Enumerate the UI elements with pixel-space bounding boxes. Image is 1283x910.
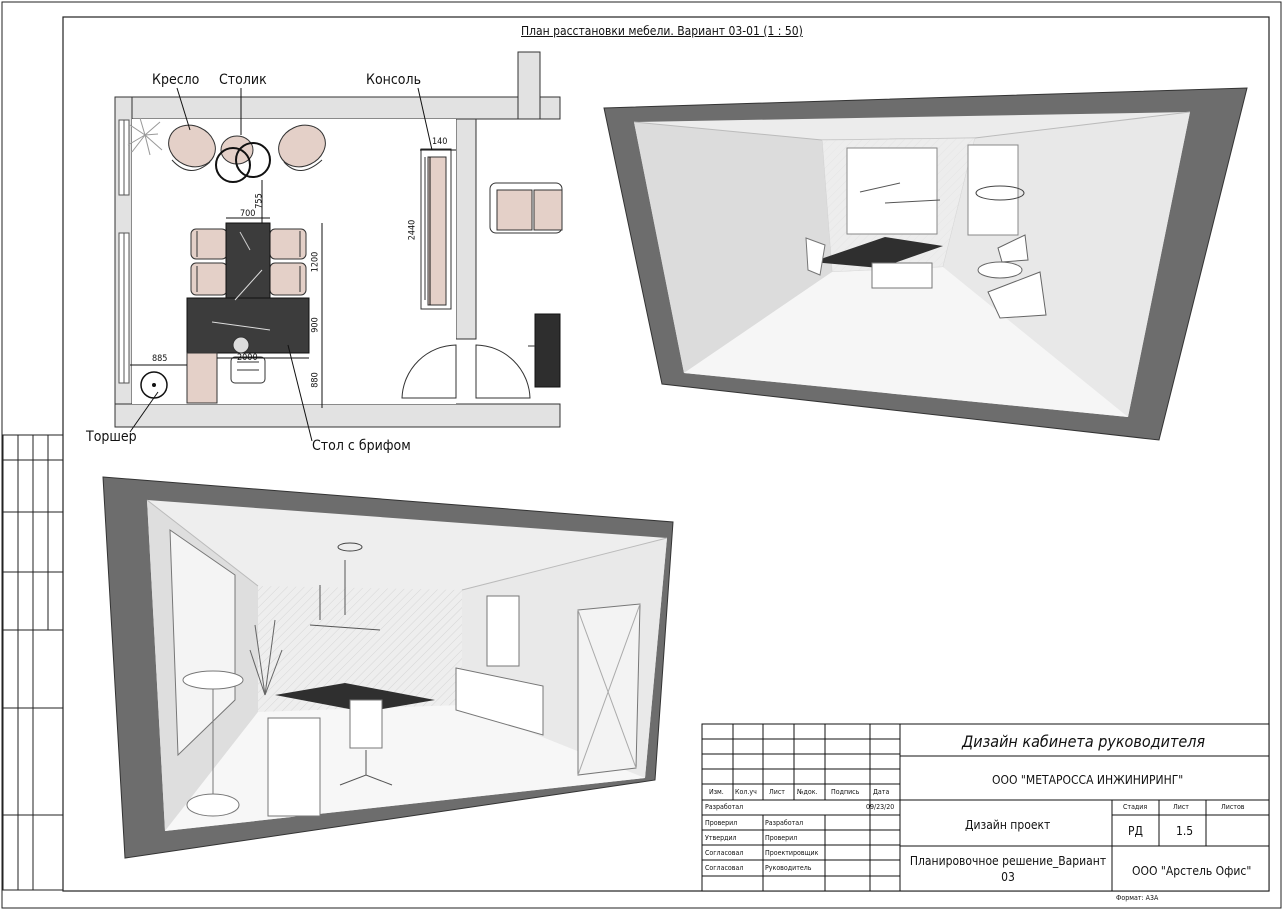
render-view-bottom xyxy=(102,476,674,859)
double-door xyxy=(401,344,531,399)
project-name: Дизайн кабинета руководителя xyxy=(962,732,1206,751)
callout-desk: Стол с брифом xyxy=(312,438,411,454)
callout-armchair: Кресло xyxy=(152,72,200,88)
callout-console: Консоль xyxy=(366,72,421,88)
sheets-header: Листов xyxy=(1221,803,1245,811)
col-date: Дата xyxy=(873,788,890,796)
right-role-developed: Разработал xyxy=(765,819,804,827)
stage-header: Стадия xyxy=(1123,803,1148,811)
drawing-name: Планировочное решение_Вариант 03 xyxy=(909,854,1107,884)
floor-plan xyxy=(114,51,563,442)
dimension-2000: 2000 xyxy=(237,353,258,363)
office-chair xyxy=(230,336,266,384)
role-approved: Утвердил xyxy=(705,834,737,842)
plant-3d xyxy=(249,619,283,696)
role-agreed-2: Согласовал xyxy=(705,864,744,872)
stage-value: РД xyxy=(1128,824,1143,838)
dimension-lines xyxy=(130,149,456,408)
col-kol-uch: Кол.уч xyxy=(735,788,757,796)
console xyxy=(420,148,452,310)
role-agreed-1: Согласовал xyxy=(705,849,744,857)
cabinet xyxy=(528,313,561,388)
format-label: Формат: А3А xyxy=(1116,894,1159,902)
company-name: ООО "МЕТАРОССА ИНЖИНИРИНГ" xyxy=(992,773,1184,787)
right-role-checked: Проверил xyxy=(765,834,798,842)
title-block-grid xyxy=(701,723,1270,892)
role-checked: Проверил xyxy=(705,819,738,827)
dimension-755: 755 xyxy=(254,193,265,209)
armchair-left xyxy=(168,124,216,171)
col-signature: Подпись xyxy=(831,788,860,796)
date-value: 09/23/20 xyxy=(866,803,895,811)
client-name: ООО "Арстель Офис" xyxy=(1132,864,1252,878)
leader-lines xyxy=(129,87,433,442)
col-izm: Изм. xyxy=(709,788,724,796)
armchair-right xyxy=(278,124,326,171)
plant xyxy=(127,117,163,156)
dimension-140: 140 xyxy=(432,137,448,147)
coffee-table xyxy=(215,142,271,183)
render-view-top xyxy=(603,87,1248,441)
dimension-2440: 2440 xyxy=(407,219,418,241)
role-developed: Разработал xyxy=(705,803,744,811)
sheet-value: 1.5 xyxy=(1176,824,1194,838)
col-doc-no: №док. xyxy=(797,788,818,796)
side-stamp-table xyxy=(2,434,64,891)
stage-title: Дизайн проект xyxy=(965,818,1051,832)
right-role-designer: Проектировщик xyxy=(765,849,819,857)
desk xyxy=(186,222,310,354)
dimension-700: 700 xyxy=(240,209,256,219)
sheet-header: Лист xyxy=(1173,803,1189,811)
col-list: Лист xyxy=(769,788,785,796)
pedestal xyxy=(186,352,218,404)
callout-coffee-table: Столик xyxy=(219,72,267,88)
sofa xyxy=(489,182,563,234)
callout-floor-lamp: Торшер xyxy=(86,429,137,445)
dimension-1200: 1200 xyxy=(310,251,321,273)
dimension-880: 880 xyxy=(310,372,321,388)
dimension-885: 885 xyxy=(152,354,168,364)
sheet-title: План расстановки мебели. Вариант 03-01 (… xyxy=(521,24,803,38)
right-role-head: Руководитель xyxy=(765,864,812,872)
dimension-900: 900 xyxy=(310,317,321,333)
